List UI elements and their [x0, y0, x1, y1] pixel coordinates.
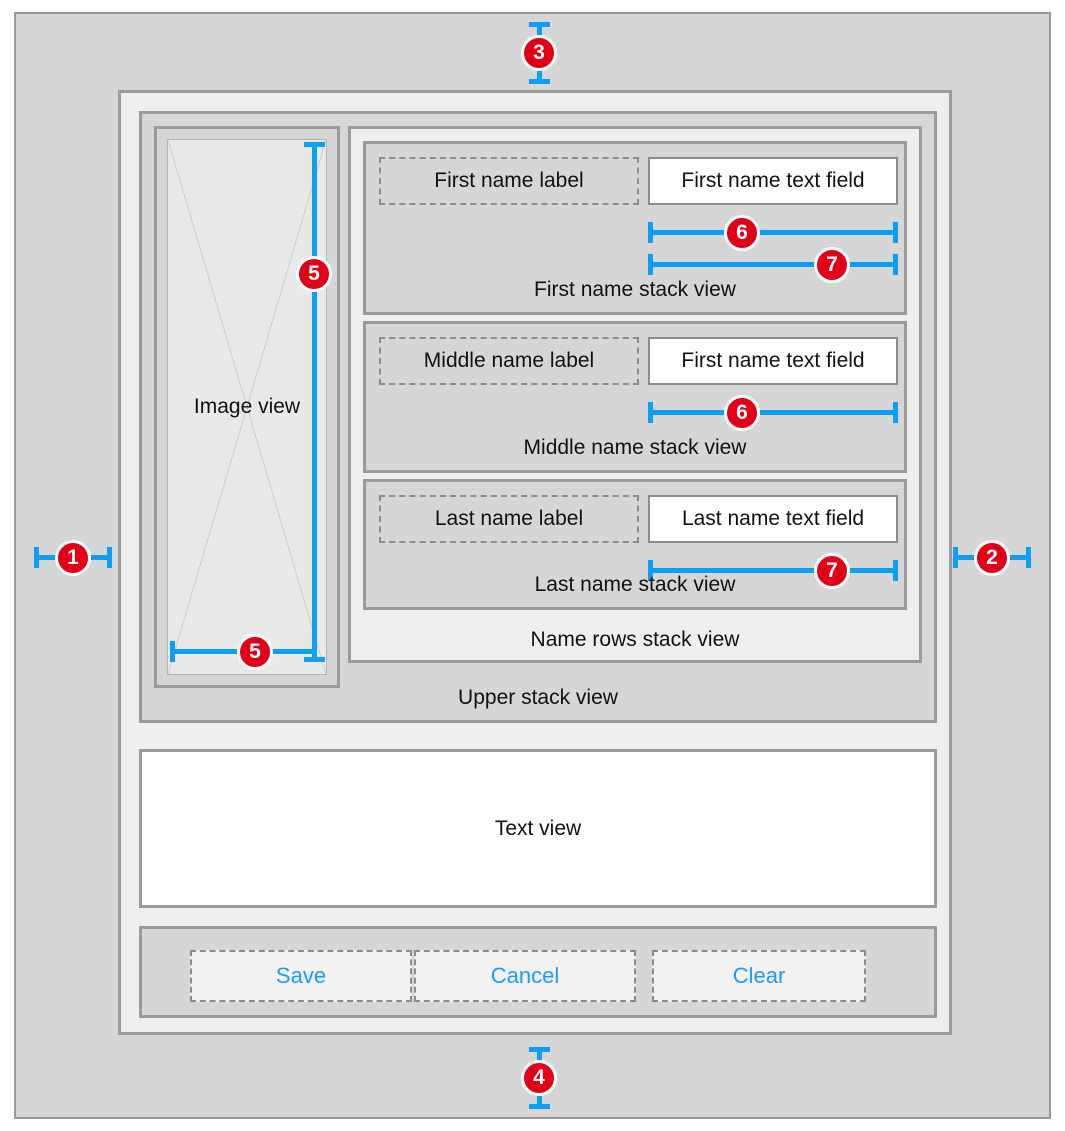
save-button[interactable]: Save [190, 950, 412, 1002]
middle-name-stack-view: Middle name label First name text field … [363, 321, 907, 473]
name-rows-stack-caption: Name rows stack view [530, 628, 740, 651]
middle-name-label: Middle name label [379, 337, 639, 385]
dimension-line-last-row-7 [648, 560, 898, 581]
badge-left-edge: 1 [55, 540, 91, 576]
badge-image-height: 5 [296, 256, 332, 292]
upper-stack-view: Image view 5 5 First name label First na… [139, 111, 937, 723]
clear-button[interactable]: Clear [652, 950, 866, 1002]
first-name-stack-caption: First name stack view [534, 278, 736, 301]
first-name-label: First name label [379, 157, 639, 205]
buttons-stack-view: Save Cancel Clear [139, 926, 937, 1018]
dimension-line-first-row-7 [648, 254, 898, 275]
badge-first-row-7: 7 [814, 247, 850, 283]
badge-middle-row-6: 6 [724, 395, 760, 431]
middle-name-text-field[interactable]: First name text field [648, 337, 898, 385]
image-view[interactable]: Image view [167, 139, 327, 675]
badge-top-edge: 3 [521, 35, 557, 71]
last-name-stack-view: Last name label Last name text field 7 L… [363, 479, 907, 610]
text-view[interactable]: Text view [139, 749, 937, 908]
text-view-label: Text view [494, 816, 582, 840]
first-name-text-field[interactable]: First name text field [648, 157, 898, 205]
upper-stack-caption: Upper stack view [458, 686, 618, 709]
root-superview: Image view 5 5 First name label First na… [14, 12, 1051, 1119]
badge-image-width: 5 [237, 634, 273, 670]
name-rows-stack-view: First name label First name text field 6… [348, 126, 922, 663]
dimension-line-image-height [304, 142, 325, 662]
last-name-label: Last name label [379, 495, 639, 543]
last-name-text-field[interactable]: Last name text field [648, 495, 898, 543]
middle-name-stack-caption: Middle name stack view [523, 436, 747, 459]
cancel-button[interactable]: Cancel [414, 950, 636, 1002]
first-name-stack-view: First name label First name text field 6… [363, 141, 907, 315]
last-name-stack-caption: Last name stack view [534, 573, 736, 596]
image-placeholder-cross-icon [168, 140, 326, 674]
image-view-container: Image view [154, 126, 340, 688]
dimension-line-middle-row-6 [648, 402, 898, 423]
badge-last-row-7: 7 [814, 553, 850, 589]
badge-first-row-6: 6 [724, 215, 760, 251]
content-panel: Image view 5 5 First name label First na… [118, 90, 952, 1035]
image-view-label: Image view [193, 395, 301, 418]
dimension-line-first-row-6 [648, 222, 898, 243]
badge-bottom-edge: 4 [521, 1060, 557, 1096]
badge-right-edge: 2 [974, 540, 1010, 576]
